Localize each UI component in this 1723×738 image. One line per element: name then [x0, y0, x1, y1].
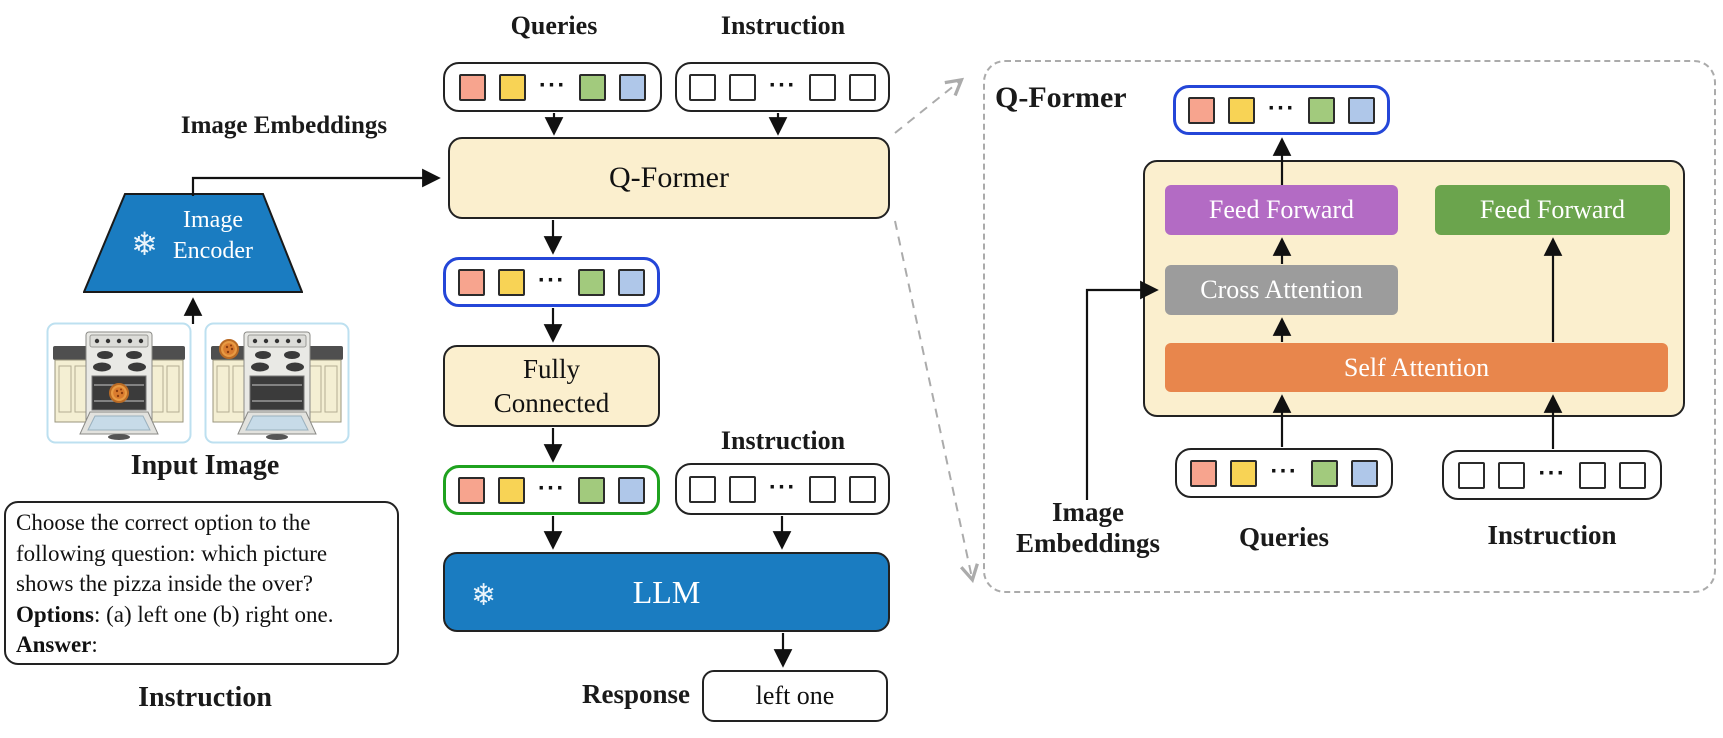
pizza-in-oven	[109, 383, 129, 403]
feed-forward-right-box: Feed Forward	[1435, 185, 1670, 235]
image-encoder-label-line2: Encoder	[173, 238, 253, 264]
feed-forward-left-box: Feed Forward	[1165, 185, 1398, 235]
answer-text: :	[91, 632, 98, 657]
token-square	[688, 475, 716, 503]
token-square	[849, 475, 877, 503]
instruction-label-detail: Instruction	[1487, 520, 1617, 550]
token-square	[457, 268, 485, 296]
instruction-line: Choose the correct option to the	[16, 510, 311, 535]
snowflake-frozen-icon: ❄	[131, 225, 158, 263]
instruction-label-top: Instruction	[720, 11, 846, 40]
token-square	[1227, 96, 1255, 124]
token-square	[1310, 459, 1338, 487]
queries-token-strip-top: ···	[443, 62, 662, 112]
instruction-token-strip-detail: ···	[1442, 450, 1662, 500]
queries-label-detail: Queries	[1239, 522, 1329, 552]
instruction-text-box: Choose the correct option to the followi…	[4, 501, 399, 665]
token-square	[849, 73, 877, 101]
llm-label: LLM	[632, 573, 701, 610]
input-image-left-pizza-in-oven	[46, 322, 192, 444]
ellipsis-dots: ···	[768, 475, 797, 498]
pizza-on-counter	[219, 339, 239, 359]
token-square	[1187, 96, 1215, 124]
token-square	[497, 268, 525, 296]
queries-label-top: Queries	[510, 11, 598, 40]
token-square	[809, 73, 837, 101]
options-keyword: Options	[16, 601, 94, 627]
image-embeddings-label: Image Embeddings	[180, 112, 388, 139]
token-square	[578, 268, 606, 296]
token-square	[728, 475, 756, 503]
ellipsis-dots: ···	[537, 268, 566, 291]
instruction-line: shows the pizza inside the over?	[16, 571, 313, 596]
answer-keyword: Answer	[16, 632, 92, 657]
queries-token-strip-detail: ···	[1175, 448, 1393, 498]
qformer-box: Q-Former	[448, 137, 890, 219]
snowflake-frozen-icon: ❄	[471, 578, 497, 613]
ellipsis-dots: ···	[1538, 461, 1566, 484]
token-square	[1350, 459, 1378, 487]
instruction-answer-line: Answer:	[16, 630, 387, 661]
response-value-box: left one	[702, 670, 888, 722]
query-output-token-strip: ···	[443, 257, 660, 307]
token-square	[578, 476, 606, 504]
ellipsis-dots: ···	[1267, 96, 1296, 119]
token-square	[728, 73, 756, 101]
token-square	[457, 476, 485, 504]
instruction-token-strip-top: ···	[675, 62, 890, 112]
instruction-token-strip-mid: ···	[675, 463, 890, 515]
token-square	[458, 73, 486, 101]
input-image-label: Input Image	[130, 450, 280, 481]
token-square	[498, 73, 526, 101]
token-square	[1618, 461, 1646, 489]
response-label: Response	[581, 679, 690, 709]
instruction-label-mid: Instruction	[720, 426, 846, 455]
token-square	[688, 73, 716, 101]
ellipsis-dots: ···	[538, 73, 567, 96]
fully-connected-line1: Fully	[522, 354, 581, 384]
image-encoder-label-line1: Image	[183, 207, 243, 233]
ellipsis-dots: ···	[768, 73, 797, 96]
instruction-line: following question: which picture	[16, 540, 328, 566]
token-square	[1498, 461, 1526, 489]
token-square	[1230, 459, 1258, 487]
qformer-detail-panel	[983, 60, 1716, 593]
token-square	[618, 476, 646, 504]
token-square	[1578, 461, 1606, 489]
self-attention-box: Self Attention	[1165, 343, 1668, 392]
instruction-label-left: Instruction	[138, 682, 272, 713]
token-square	[1348, 96, 1376, 124]
token-square	[618, 268, 646, 296]
fully-connected-line2: Connected	[493, 388, 610, 418]
llm-box: ❄ LLM	[443, 552, 890, 632]
token-square	[497, 476, 525, 504]
token-square	[1190, 459, 1218, 487]
token-square	[809, 475, 837, 503]
token-square	[1458, 461, 1486, 489]
image-embeddings-line2: Embeddings	[1015, 528, 1161, 558]
ellipsis-dots: ···	[1270, 459, 1298, 482]
token-square	[1308, 96, 1336, 124]
projected-token-strip: ···	[443, 465, 660, 515]
token-square	[579, 73, 607, 101]
cross-attention-box: Cross Attention	[1165, 265, 1398, 315]
token-square	[619, 73, 647, 101]
instruction-options-line: Options: (a) left one (b) right one.	[16, 600, 387, 631]
qformer-detail-title: Q-Former	[995, 81, 1127, 114]
image-embeddings-line1: Image	[1052, 497, 1124, 527]
qformer-output-token-strip: ···	[1173, 85, 1390, 135]
input-image-right-pizza-on-counter	[204, 322, 350, 444]
options-text: : (a) left one (b) right one.	[93, 601, 334, 627]
ellipsis-dots: ···	[537, 476, 566, 499]
